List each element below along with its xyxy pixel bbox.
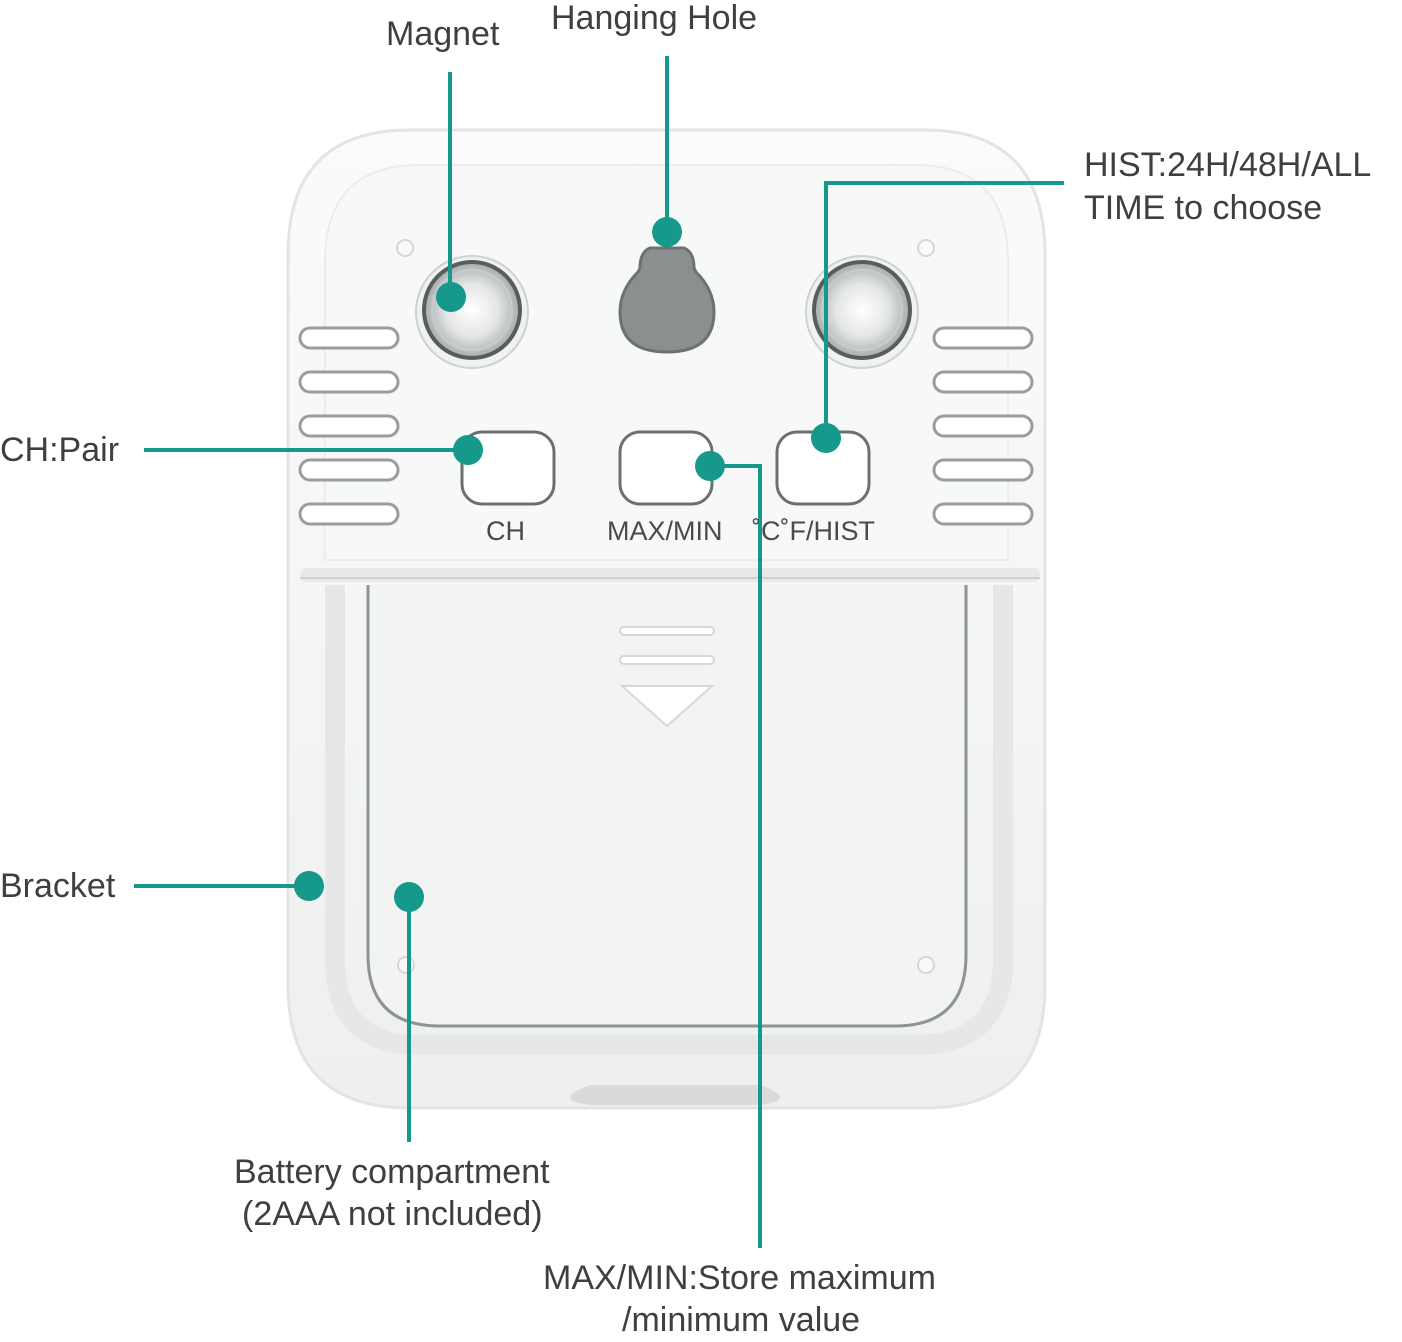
maxmin-callout-line1: MAX/MIN:Store maximum <box>543 1259 936 1297</box>
ch-button-shape <box>460 430 556 506</box>
battery-compartment-cover <box>366 585 968 1028</box>
hanging-hole <box>618 246 716 354</box>
magnet-callout: Magnet <box>386 15 500 53</box>
bracket <box>325 585 1013 1055</box>
maxmin-dot <box>695 451 725 481</box>
grip-line <box>619 655 715 665</box>
ch-pair-callout: CH:Pair <box>0 431 120 469</box>
grip-line <box>619 626 715 636</box>
hist-callout-line1: HIST:24H/48H/ALL <box>1084 146 1372 184</box>
hanging-hole-callout: Hanging Hole <box>551 0 758 37</box>
magnet-dot <box>436 282 466 312</box>
bracket-dot <box>294 871 324 901</box>
right-vents <box>932 326 1034 526</box>
bump <box>396 239 414 257</box>
cf-hist-button-label: ˚C˚F/HIST <box>752 516 875 546</box>
battery-dot <box>394 882 424 912</box>
maxmin-callout-line2: /minimum value <box>622 1301 861 1339</box>
ch-pair-dot <box>453 435 483 465</box>
callout-dots <box>294 217 841 912</box>
hist-callout-line2: TIME to choose <box>1084 189 1323 227</box>
battery-callout-line1: Battery compartment <box>234 1153 550 1191</box>
screw-bump <box>917 956 935 974</box>
bump <box>917 239 935 257</box>
hist-leader <box>824 181 1064 438</box>
callout-lines <box>134 56 1064 1248</box>
maxmin-leader <box>710 464 762 1248</box>
magnet-right <box>805 255 919 369</box>
maxmin-button-label: MAX/MIN <box>607 516 723 546</box>
body-divider <box>300 568 1040 582</box>
ch-button-label: CH <box>486 516 525 546</box>
battery-callout-line2: (2AAA not included) <box>242 1195 543 1233</box>
slide-arrow-icon <box>619 685 715 728</box>
screw-bump <box>397 956 415 974</box>
left-vents <box>298 326 400 526</box>
hanging-hole-dot <box>652 217 682 247</box>
magnet-left <box>415 255 529 369</box>
hist-dot <box>811 423 841 453</box>
bracket-callout: Bracket <box>0 867 116 905</box>
